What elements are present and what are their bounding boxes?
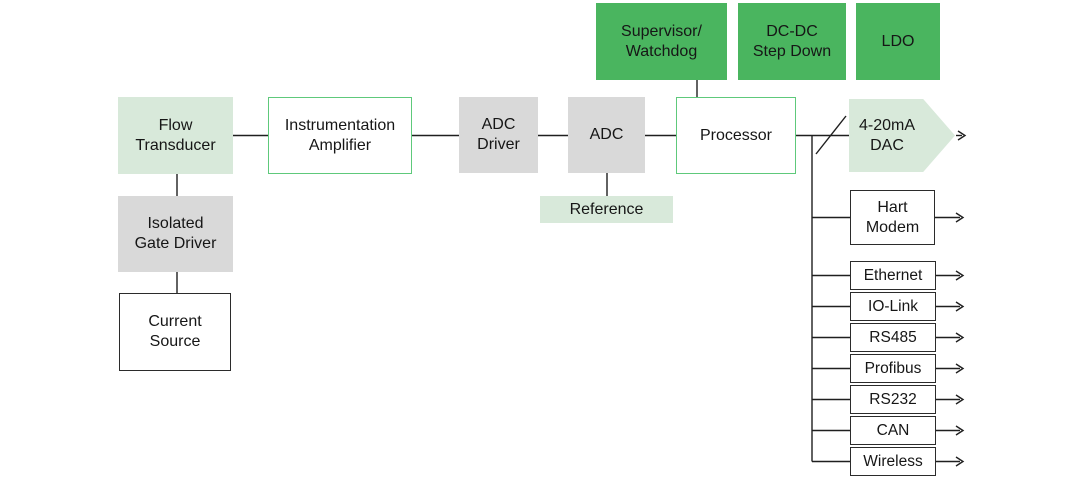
block-ethernet: Ethernet [850,261,936,290]
block-flow-transducer: Flow Transducer [118,97,233,174]
bus-wires [811,135,850,463]
block-reference: Reference [540,196,673,223]
block-io-link: IO-Link [850,292,936,321]
block-profibus: Profibus [850,354,936,383]
bus-slash-mark [815,115,847,155]
block-supervisor-watchdog: Supervisor/ Watchdog [596,3,727,80]
block-processor: Processor [676,97,796,174]
block-wireless: Wireless [850,447,936,476]
block-hart-modem: Hart Modem [850,190,935,245]
block-rs232: RS232 [850,385,936,414]
block-current-source: Current Source [119,293,231,371]
branch-wires [176,80,698,293]
block-ldo: LDO [856,3,940,80]
output-arrows [935,130,967,467]
block-can: CAN [850,416,936,445]
block-adc: ADC [568,97,645,173]
block-isolated-gate-driver: Isolated Gate Driver [118,196,233,272]
block-rs485: RS485 [850,323,936,352]
block-adc-driver: ADC Driver [459,97,538,173]
block-dcdc-step-down: DC-DC Step Down [738,3,846,80]
block-instrumentation-amplifier: Instrumentation Amplifier [268,97,412,174]
